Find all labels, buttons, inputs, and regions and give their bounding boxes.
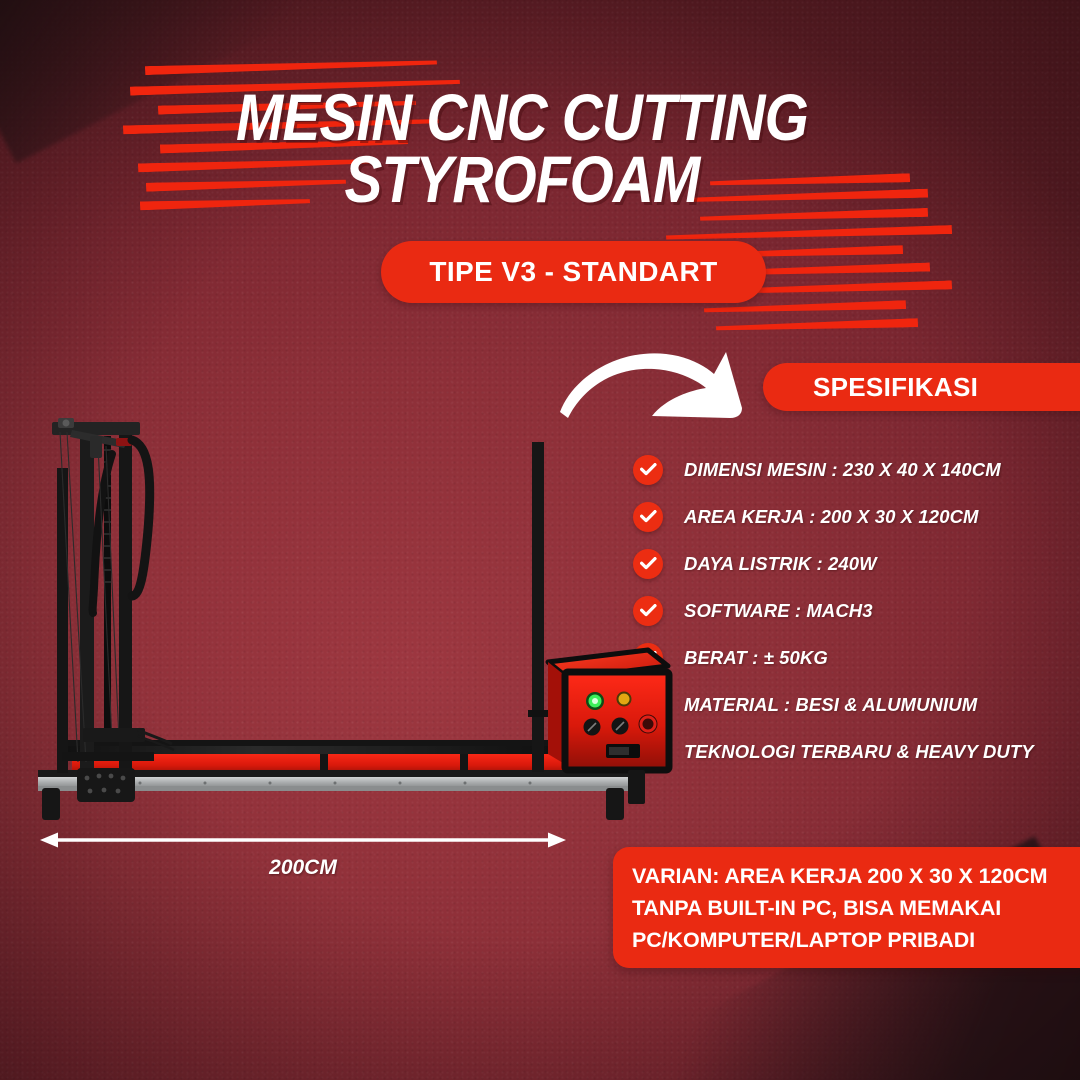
- spec-item: TEKNOLOGI TERBARU & HEAVY DUTY: [633, 728, 1073, 775]
- spec-item: BERAT : ± 50KG: [633, 634, 1073, 681]
- check-icon: [633, 595, 663, 626]
- spec-item: AREA KERJA : 200 X 30 X 120CM: [633, 493, 1073, 540]
- headline-line-2: STYROFOAM: [344, 142, 701, 216]
- page-title: MESIN CNC CUTTING STYROFOAM: [0, 80, 1080, 216]
- dimension-indicator: 200CM: [38, 826, 568, 888]
- spec-item-label: AREA KERJA : 200 X 30 X 120CM: [684, 505, 979, 527]
- speed-line-left: [145, 58, 437, 75]
- spec-item: DIMENSI MESIN : 230 X 40 X 140CM: [633, 446, 1073, 493]
- spec-item-label: TEKNOLOGI TERBARU & HEAVY DUTY: [684, 740, 1034, 762]
- check-icon: [633, 454, 663, 485]
- speed-line-right: [716, 318, 918, 333]
- spec-item: DAYA LISTRIK : 240W: [633, 540, 1073, 587]
- spec-item-label: DIMENSI MESIN : 230 X 40 X 140CM: [684, 458, 1001, 480]
- varian-line-2: TANPA BUILT-IN PC, BISA MEMAKAI: [632, 896, 1002, 920]
- control-box: [545, 647, 673, 804]
- check-icon: [633, 548, 663, 579]
- check-icon: [633, 501, 663, 532]
- headline-line-1: MESIN CNC CUTTING: [236, 80, 809, 154]
- product-photo: [20, 410, 680, 830]
- specification-list: DIMENSI MESIN : 230 X 40 X 140CM AREA KE…: [633, 446, 1073, 775]
- type-badge-label: TIPE V3 - STANDART: [429, 256, 718, 287]
- dimension-label: 200CM: [269, 856, 337, 879]
- type-badge: TIPE V3 - STANDART: [381, 241, 766, 303]
- speed-line-right: [700, 208, 928, 223]
- spesifikasi-banner: SPESIFIKASI: [763, 363, 1080, 411]
- spec-item-label: DAYA LISTRIK : 240W: [684, 552, 877, 574]
- spec-item-label: BERAT : ± 50KG: [684, 646, 828, 668]
- spec-item-label: MATERIAL : BESI & ALUMUNIUM: [684, 693, 978, 715]
- curved-arrow-icon: [556, 334, 766, 434]
- spec-item: MATERIAL : BESI & ALUMUNIUM: [633, 681, 1073, 728]
- varian-line-3: PC/KOMPUTER/LAPTOP PRIBADI: [632, 928, 976, 952]
- dimension-arrow-icon: [40, 832, 566, 848]
- spec-item-label: SOFTWARE : MACH3: [684, 599, 873, 621]
- spesifikasi-banner-label: SPESIFIKASI: [813, 371, 979, 402]
- spec-item: SOFTWARE : MACH3: [633, 587, 1073, 634]
- varian-note-box: VARIAN: AREA KERJA 200 X 30 X 120CM TANP…: [613, 847, 1080, 968]
- speed-line-right: [666, 225, 952, 242]
- varian-line-1: VARIAN: AREA KERJA 200 X 30 X 120CM: [632, 864, 1048, 888]
